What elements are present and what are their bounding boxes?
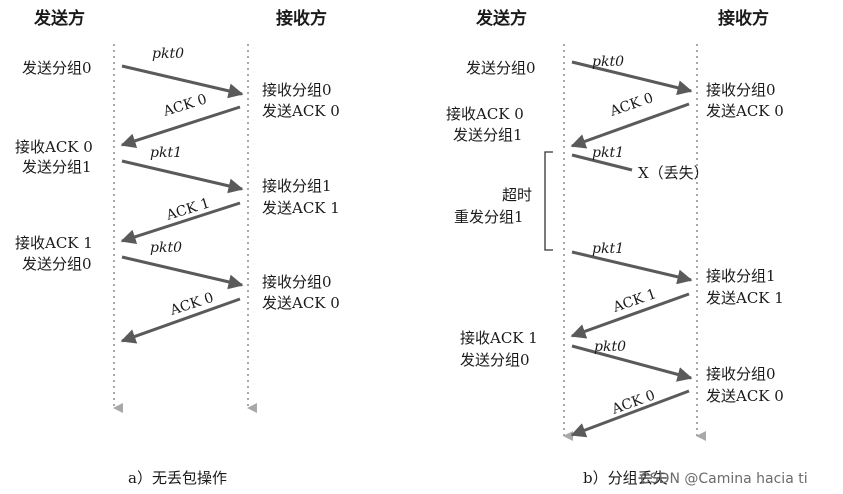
ack0-label-b-1: ACK 0 <box>607 90 655 120</box>
receiver-event-a-3: 接收分组1 <box>262 177 332 195</box>
sender-event-a-5: 发送分组0 <box>22 255 92 273</box>
sender-event-a-2: 接收ACK 0 <box>15 138 93 156</box>
pkt0-arrow-a-2 <box>121 255 244 290</box>
pkt0-arrow-a-1 <box>121 64 244 99</box>
pkt1-lost-arrow-b <box>571 153 633 172</box>
pkt1-label-b-2: pkt1 <box>592 241 624 257</box>
ack0-arrow-b-2 <box>570 389 690 438</box>
pkt0-arrow-b-1 <box>571 60 693 96</box>
receiver-event-b-5: 接收分组0 <box>706 365 776 383</box>
receiver-event-a-1: 接收分组0 <box>262 81 332 99</box>
receiver-event-a-5: 接收分组0 <box>262 273 332 291</box>
receiver-event-b-1: 接收分组0 <box>706 81 776 99</box>
ack1-arrow-a <box>120 201 241 245</box>
ack1-arrow-b <box>570 292 690 339</box>
pkt1-resend-arrow-b <box>571 250 693 285</box>
ack0-label-a-1: ACK 0 <box>161 91 209 120</box>
receiver-event-a-4: 发送ACK 1 <box>262 199 340 217</box>
sender-event-b-1: 发送分组0 <box>466 59 536 77</box>
pkt1-label-a: pkt1 <box>150 145 182 161</box>
receiver-event-a-6: 发送ACK 0 <box>262 294 340 312</box>
pkt1-label-b-1: pkt1 <box>592 145 624 161</box>
sender-event-a-3: 发送分组1 <box>22 158 92 176</box>
receiver-event-b-2: 发送ACK 0 <box>706 102 784 120</box>
watermark: CSDN @Camina hacia ti <box>640 471 808 487</box>
pkt0-label-b-1: pkt0 <box>592 54 624 70</box>
pkt0-arrow-b-2 <box>571 344 693 382</box>
pkt0-label-b-2: pkt0 <box>594 339 626 355</box>
timeout-bracket-b <box>544 151 553 251</box>
sender-event-a-4: 接收ACK 1 <box>15 234 93 252</box>
ack1-label-b: ACK 1 <box>610 286 658 316</box>
receiver-event-b-6: 发送ACK 0 <box>706 387 784 405</box>
resend-label-b: 重发分组1 <box>454 208 524 226</box>
sender-event-b-5: 发送分组0 <box>460 351 530 369</box>
sender-event-a-1: 发送分组0 <box>22 59 92 77</box>
pkt1-arrow-a <box>121 159 244 194</box>
caption-b: b）分组丢失 <box>583 469 668 487</box>
receiver-event-a-2: 发送ACK 0 <box>262 102 340 120</box>
sender-event-b-2: 接收ACK 0 <box>446 105 524 123</box>
sender-event-b-4: 接收ACK 1 <box>460 329 538 347</box>
receiver-header-b: 接收方 <box>718 8 769 29</box>
sender-header-b: 发送方 <box>475 8 527 29</box>
pkt0-label-a-1: pkt0 <box>152 46 184 62</box>
receiver-event-b-4: 发送ACK 1 <box>706 289 784 307</box>
ack0-arrow-b-1 <box>570 102 690 149</box>
ack0-arrow-a-2 <box>120 297 241 344</box>
timeout-label-b: 超时 <box>502 186 532 204</box>
caption-a: a）无丢包操作 <box>128 469 227 487</box>
receiver-event-b-3: 接收分组1 <box>706 267 776 285</box>
sender-header-a: 发送方 <box>33 8 85 29</box>
sender-event-b-3: 发送分组1 <box>453 126 523 144</box>
pkt0-label-a-2: pkt0 <box>150 240 182 256</box>
receiver-header-a: 接收方 <box>276 8 327 29</box>
ack0-arrow-a-1 <box>120 105 241 149</box>
loss-label-b: X（丢失） <box>638 164 709 182</box>
